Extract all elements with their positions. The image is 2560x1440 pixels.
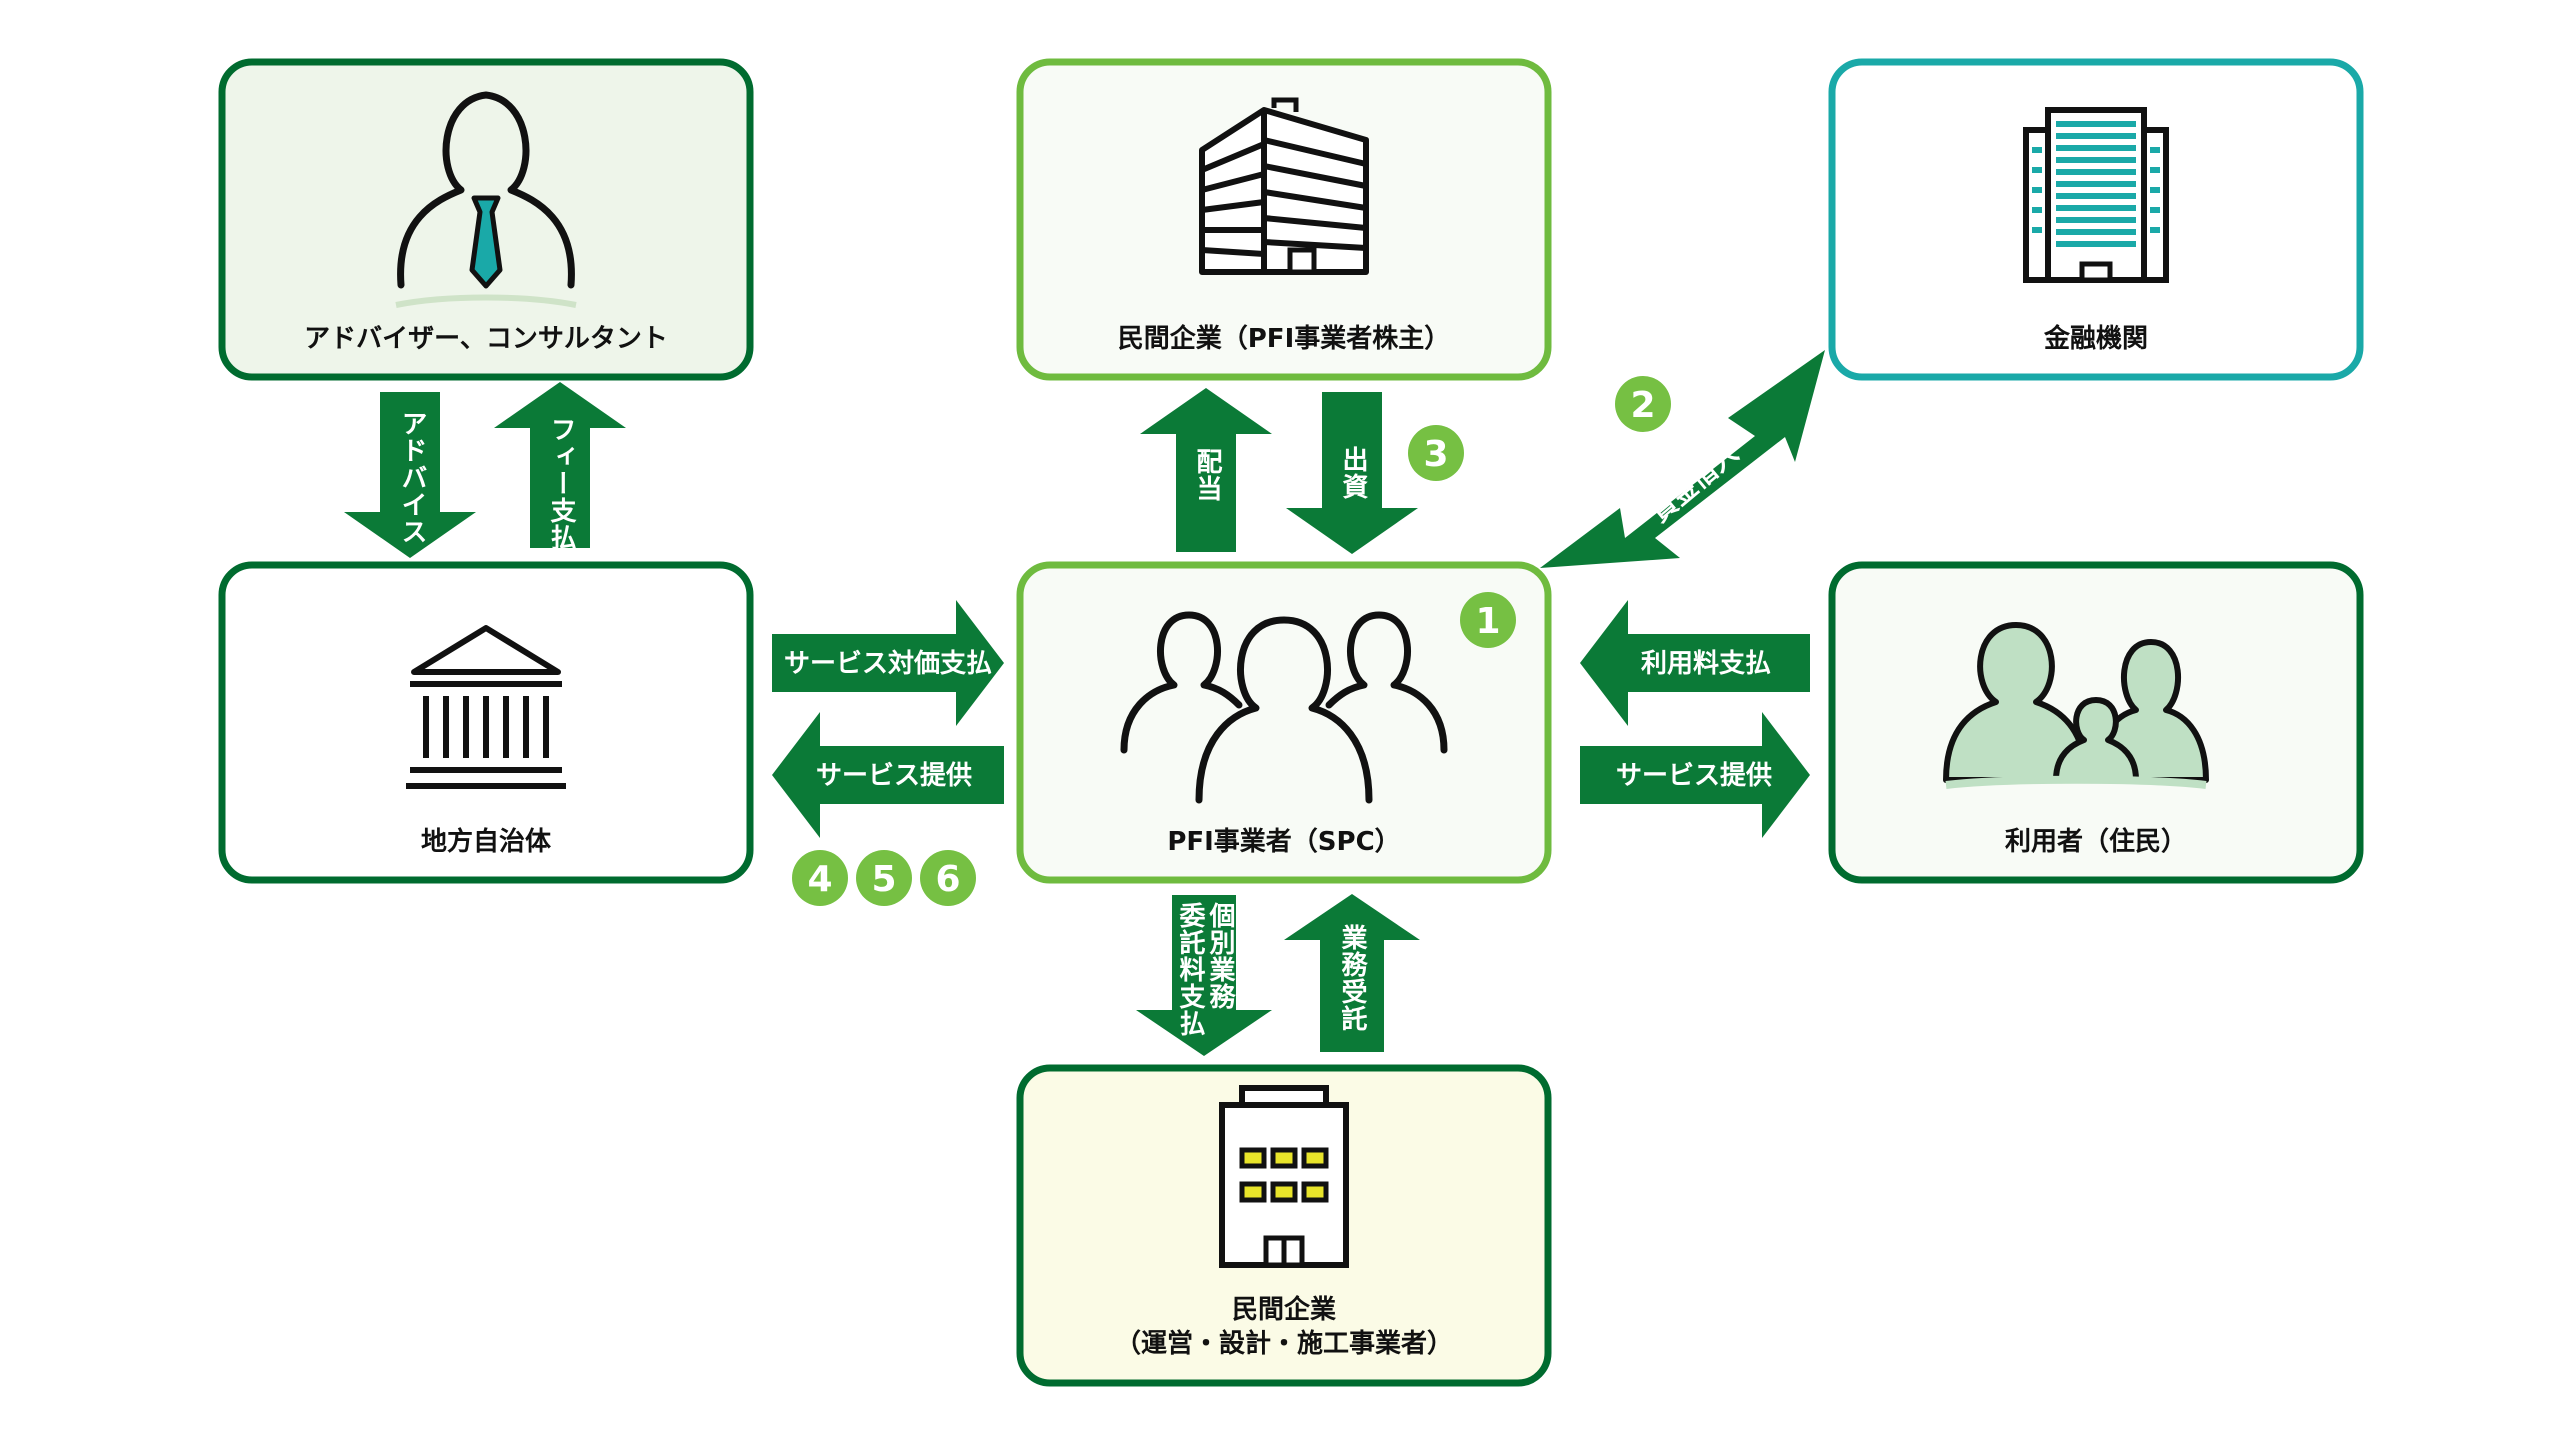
badge-4-number: 4 <box>807 859 832 900</box>
office-building-icon <box>1199 97 1369 275</box>
fee-payment-label: フィー支払 <box>546 416 576 551</box>
node-government: 地方自治体 <box>218 561 754 884</box>
badge-3-number: 3 <box>1423 434 1448 475</box>
government-building-icon <box>406 625 566 789</box>
loan-label: 資金借入 <box>1645 438 1745 529</box>
arrow-fee-payment: フィー支払 <box>494 382 626 551</box>
badge-2-number: 2 <box>1630 385 1655 426</box>
badge-1-number: 1 <box>1475 601 1500 642</box>
badge-6: 6 <box>920 850 976 906</box>
bank-label: 金融機関 <box>2043 323 2148 354</box>
individual-work-label: 個別業務 <box>1205 902 1236 1010</box>
arrow-work-order: 業務受託 <box>1284 894 1420 1052</box>
arrow-service-provision-users: サービス提供 <box>1580 712 1810 838</box>
contractor-label-line1: 民間企業 <box>1232 1294 1336 1325</box>
badge-5-number: 5 <box>871 859 896 900</box>
service-payment-label: サービス対価支払 <box>784 649 992 679</box>
family-icon <box>1943 622 2209 789</box>
group-people-icon <box>1120 611 1448 804</box>
small-office-icon <box>1219 1085 1349 1268</box>
node-contractor: 民間企業 （運営・設計・施工事業者） <box>1016 1064 1552 1387</box>
investor-label: 民間企業（PFI事業者株主） <box>1118 323 1451 354</box>
service-provision-users-label: サービス提供 <box>1616 761 1772 791</box>
work-order-label: 業務受託 <box>1337 924 1367 1032</box>
outsourcing-fee-label: 委託料支払 <box>1175 902 1205 1037</box>
node-bank: 金融機関 <box>1828 58 2364 381</box>
badge-2: 2 <box>1615 376 1671 432</box>
badge-6-number: 6 <box>935 859 960 900</box>
node-investor: 民間企業（PFI事業者株主） <box>1016 58 1552 381</box>
arrow-advice: アドバイス <box>344 392 476 558</box>
node-spc: PFI事業者（SPC） <box>1016 561 1552 884</box>
spc-label: PFI事業者（SPC） <box>1167 827 1400 857</box>
node-advisor: アドバイザー、コンサルタント <box>218 58 754 381</box>
arrow-dividend: 配当 <box>1140 388 1272 552</box>
government-label: 地方自治体 <box>421 826 552 857</box>
advisor-label: アドバイザー、コンサルタント <box>304 324 668 354</box>
contractor-label-line2: （運営・設計・施工事業者） <box>1115 1328 1453 1359</box>
consultant-person-icon <box>395 91 577 308</box>
investment-label: 出資 <box>1338 446 1368 500</box>
badge-4: 4 <box>792 850 848 906</box>
service-provision-gov-label: サービス提供 <box>816 761 972 791</box>
node-users: 利用者（住民） <box>1828 561 2364 884</box>
badge-3: 3 <box>1408 425 1464 481</box>
arrow-service-provision-gov: サービス提供 <box>772 712 1004 838</box>
badge-1: 1 <box>1460 592 1516 648</box>
advice-label: アドバイス <box>397 410 427 545</box>
arrow-outsourcing: 個別業務 委託料支払 <box>1136 895 1272 1056</box>
arrow-investment: 出資 <box>1286 392 1418 554</box>
badge-5: 5 <box>856 850 912 906</box>
usage-fee-label: 利用料支払 <box>1641 649 1771 679</box>
arrow-service-payment: サービス対価支払 <box>772 600 1004 726</box>
arrow-usage-fee: 利用料支払 <box>1580 600 1810 726</box>
users-label: 利用者（住民） <box>2005 826 2187 857</box>
bank-tower-icon <box>2023 107 2169 283</box>
dividend-label: 配当 <box>1192 448 1222 502</box>
arrow-loan: 資金借入 <box>1540 350 1825 568</box>
